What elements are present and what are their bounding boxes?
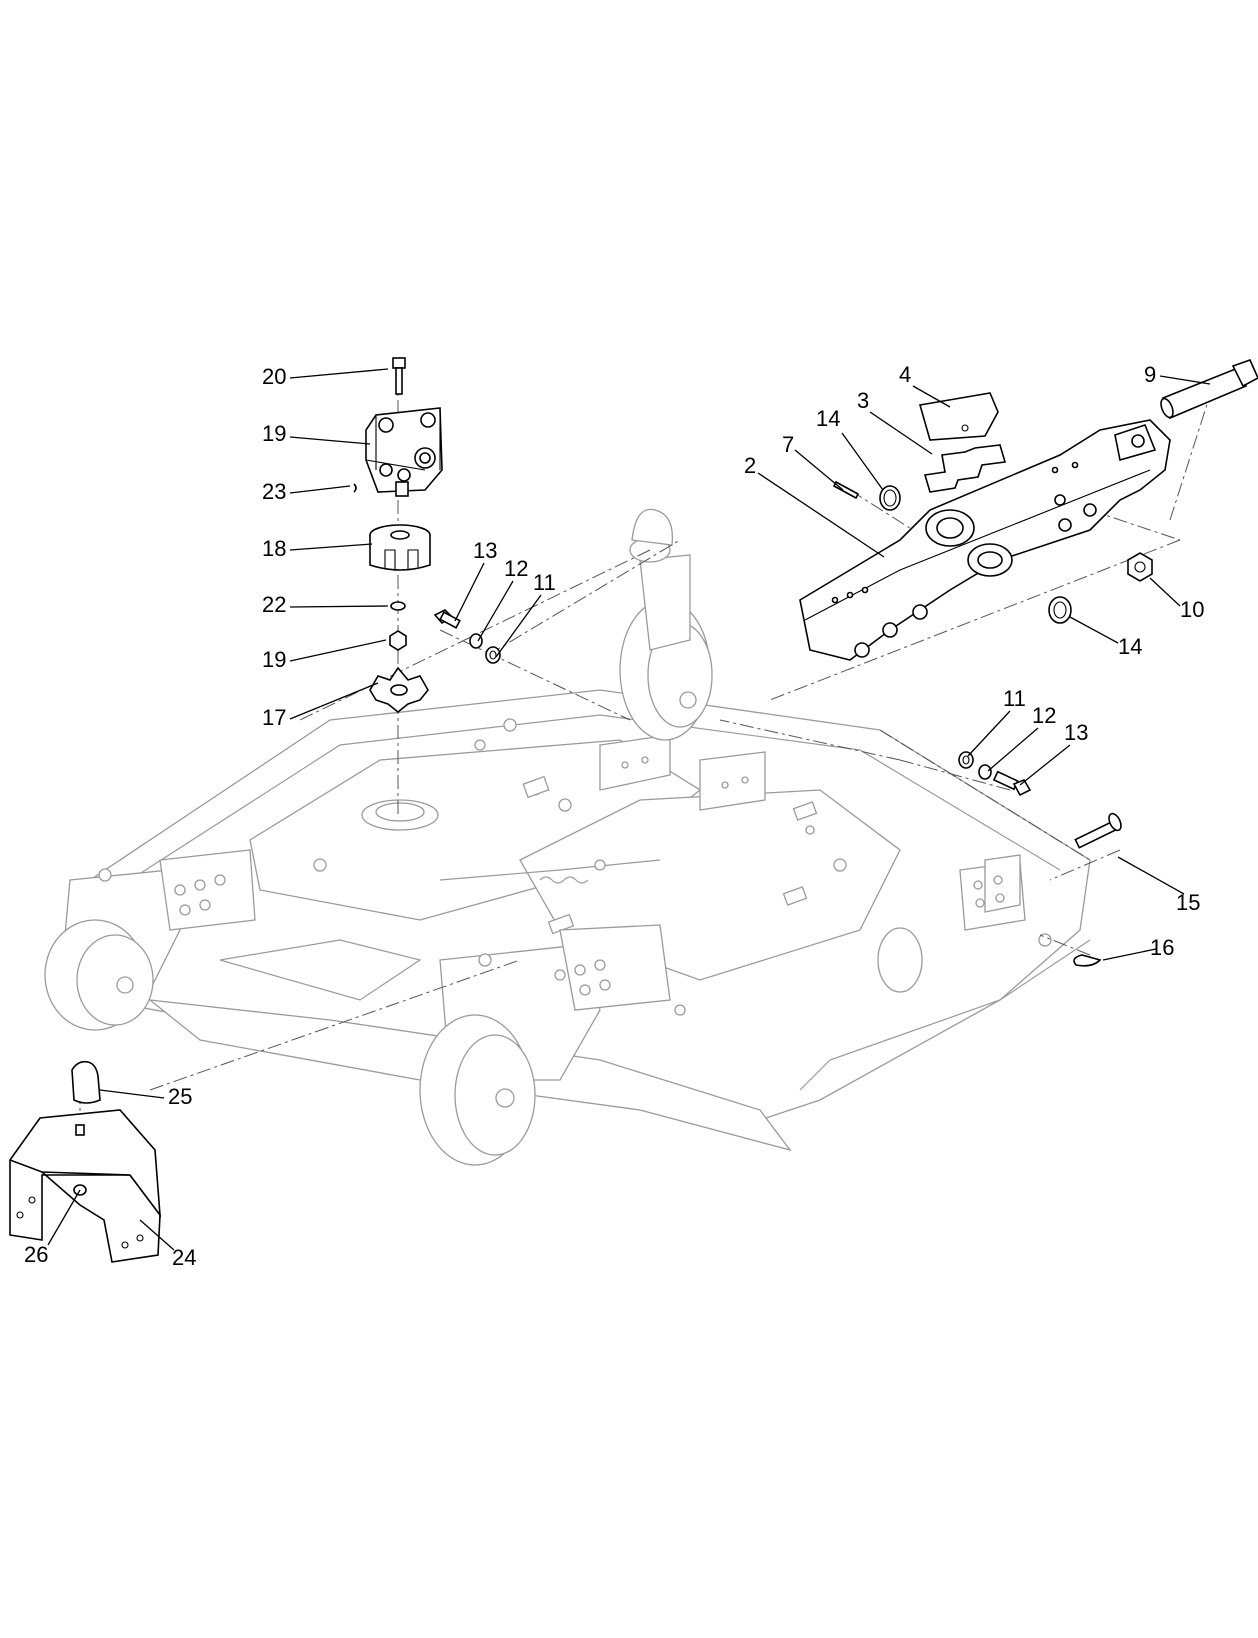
- callout-label-c14a: 14: [816, 406, 840, 431]
- part-18-coupler: [369, 524, 431, 571]
- part-3-cross-pad: [923, 444, 1007, 493]
- callout-label-c11b: 11: [1003, 686, 1026, 711]
- callout-label-c26: 26: [24, 1242, 48, 1267]
- part-22-ring: [390, 601, 406, 611]
- callout-label-c17: 17: [262, 705, 286, 730]
- callouts: 2019231822191713121171424391014111213151…: [24, 362, 1211, 1270]
- leader-line-c14a: [841, 432, 884, 491]
- part-26-nut: [73, 1124, 87, 1196]
- callout-label-c2: 2: [744, 453, 756, 478]
- callout-label-c12a: 12: [504, 556, 528, 581]
- callout-label-c22: 22: [262, 592, 286, 617]
- callout-label-c3: 3: [857, 388, 869, 413]
- leader-line-c10: [1149, 577, 1181, 607]
- leader-line-c12b: [987, 727, 1039, 772]
- leader-line-c16: [1102, 948, 1157, 961]
- part-4-pad: [918, 392, 999, 441]
- leader-line-c18: [289, 543, 373, 551]
- part-17-spider: [369, 666, 429, 714]
- callout-label-c16: 16: [1150, 935, 1174, 960]
- callout-label-c12b: 12: [1032, 703, 1056, 728]
- leader-line-c13a: [454, 562, 485, 622]
- callout-label-c19b: 19: [262, 647, 286, 672]
- callout-label-c10: 10: [1180, 597, 1204, 622]
- part-24-bracket: [8, 1109, 162, 1263]
- mower-deck-ghost: [44, 508, 1091, 1166]
- left-caster-ghost: [44, 849, 256, 1031]
- motor-assembly: [353, 357, 443, 714]
- leader-line-c23: [289, 485, 351, 494]
- callout-label-c24: 24: [172, 1245, 196, 1270]
- leader-line-c26: [47, 1189, 81, 1246]
- right-rear-bracket-ghost: [799, 854, 1091, 1091]
- leader-line-c15: [1117, 856, 1185, 895]
- part-23-key: [353, 483, 357, 493]
- leader-line-c17: [289, 682, 379, 720]
- hardware-right: [958, 751, 1032, 797]
- part-9-bolt: [1160, 358, 1258, 420]
- part-12-washer-right: [978, 764, 992, 780]
- part-13-bolt-left: [433, 609, 461, 629]
- callout-label-c14b: 14: [1118, 634, 1142, 659]
- callout-label-c25: 25: [168, 1084, 192, 1109]
- part-2-lift-arm: [799, 419, 1171, 661]
- leader-line-c25: [99, 1089, 165, 1099]
- part-10-nut: [1127, 552, 1153, 582]
- callout-label-c18: 18: [262, 536, 286, 561]
- leader-line-c20: [289, 368, 389, 379]
- leader-line-c24: [139, 1219, 175, 1251]
- part-14-ring-lower: [1048, 596, 1072, 624]
- leader-line-c11b: [967, 710, 1011, 757]
- part-19-nut: [389, 630, 407, 651]
- part-7-pin: [832, 480, 860, 500]
- leader-line-c19a: [289, 436, 371, 445]
- leader-line-c2: [757, 472, 885, 558]
- callout-label-c19a: 19: [262, 421, 286, 446]
- part-16-cotter-pin: [1073, 954, 1102, 967]
- callout-label-c11a: 11: [533, 570, 556, 595]
- hardware-left: [433, 609, 501, 664]
- leader-line-c4: [912, 385, 951, 408]
- callout-label-c9: 9: [1144, 362, 1156, 387]
- part-14-ring-upper: [879, 485, 901, 511]
- leader-line-c3: [869, 411, 933, 455]
- leader-line-c22: [289, 605, 389, 608]
- part-11-washer-left: [485, 646, 501, 664]
- leader-line-c9: [1159, 375, 1211, 385]
- part-13-bolt-right: [992, 770, 1032, 797]
- part-20-bolt: [392, 357, 406, 395]
- callout-label-c20: 20: [262, 364, 286, 389]
- callout-label-c23: 23: [262, 479, 286, 504]
- leader-line-c13b: [1019, 744, 1071, 786]
- part-12-washer-left: [469, 633, 483, 649]
- rear-caster-ghost: [619, 508, 713, 741]
- callout-label-c4: 4: [899, 362, 911, 387]
- callout-label-c13a: 13: [473, 538, 497, 563]
- leader-line-c14b: [1069, 616, 1119, 644]
- leader-line-c11a: [495, 594, 542, 658]
- part-15-pin: [1074, 812, 1122, 849]
- part-11-washer-right: [958, 751, 974, 769]
- callout-label-c15: 15: [1176, 890, 1200, 915]
- part-19-motor: [365, 407, 443, 497]
- lift-arm-assembly: [799, 358, 1258, 661]
- callout-label-c13b: 13: [1064, 720, 1088, 745]
- leader-line-c12a: [477, 580, 514, 642]
- part-25-bumper: [71, 1060, 101, 1104]
- leader-line-c19b: [289, 639, 387, 662]
- right-caster-ghost: [419, 924, 671, 1166]
- leader-line-c7: [794, 449, 844, 491]
- callout-label-c7: 7: [782, 432, 794, 457]
